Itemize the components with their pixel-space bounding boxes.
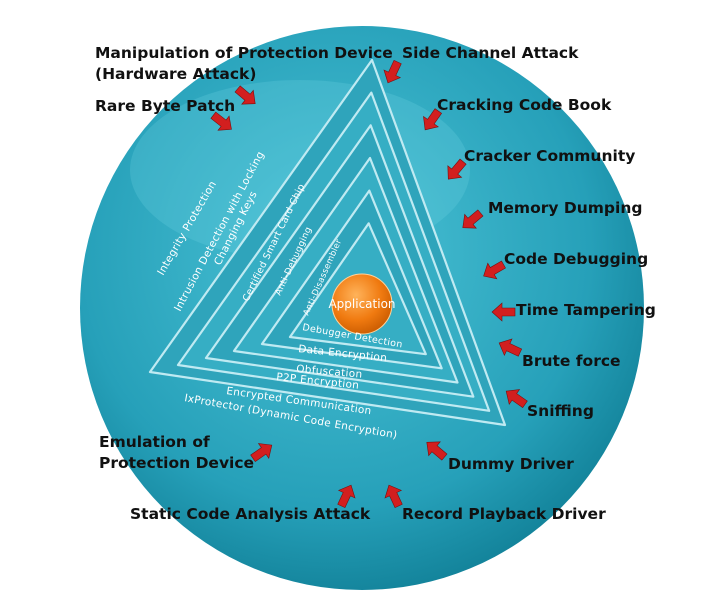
attack-emulation-line2: Protection Device bbox=[99, 454, 254, 472]
layer-label-obfuscation: Obfuscation bbox=[296, 363, 363, 381]
attack-dummy-driver: Dummy Driver bbox=[448, 455, 574, 473]
attack-manipulation-line1: Manipulation of Protection Device bbox=[95, 44, 393, 62]
attack-cracker-community: Cracker Community bbox=[464, 147, 635, 165]
attack-code-debugging: Code Debugging bbox=[504, 250, 648, 268]
attack-record-playback: Record Playback Driver bbox=[402, 505, 606, 523]
attack-side-channel: Side Channel Attack bbox=[402, 44, 579, 62]
attack-static-code-analysis: Static Code Analysis Attack bbox=[130, 505, 371, 523]
attack-emulation-line1: Emulation of bbox=[99, 433, 210, 451]
attack-time-tampering: Time Tampering bbox=[516, 301, 656, 319]
attack-cracking-code-book: Cracking Code Book bbox=[437, 96, 612, 114]
application-label: Application bbox=[328, 297, 395, 311]
attack-manipulation-line2: (Hardware Attack) bbox=[95, 65, 256, 83]
attack-rare-byte-patch: Rare Byte Patch bbox=[95, 97, 235, 115]
application-core bbox=[331, 273, 393, 335]
attack-brute-force: Brute force bbox=[522, 352, 621, 370]
attack-memory-dumping: Memory Dumping bbox=[488, 199, 642, 217]
attack-sniffing: Sniffing bbox=[527, 402, 594, 420]
